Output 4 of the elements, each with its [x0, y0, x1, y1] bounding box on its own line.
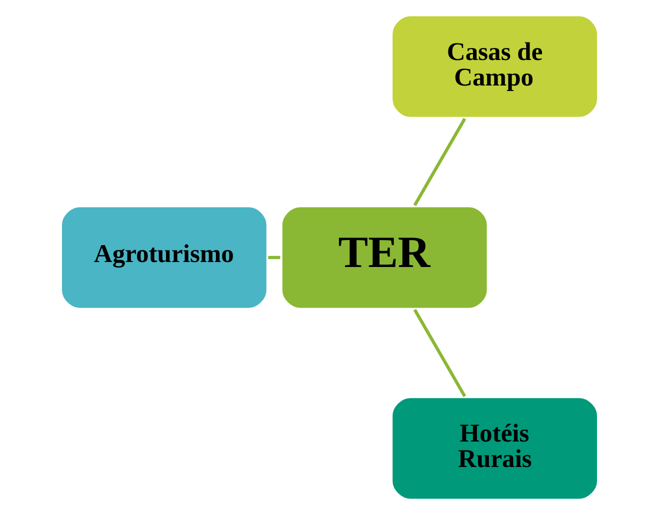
node-box: TER: [279, 204, 490, 311]
connector: [268, 256, 280, 260]
connector: [413, 308, 466, 398]
connector: [413, 118, 466, 206]
